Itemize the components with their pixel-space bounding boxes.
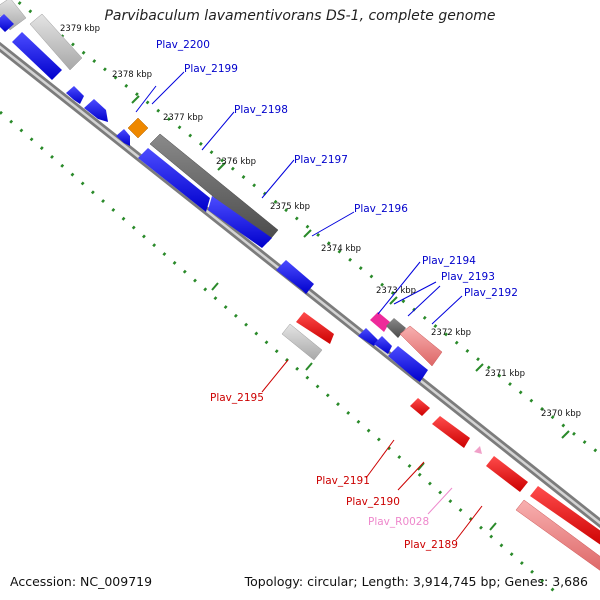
gene-feature-plav-2199-bar[interactable] (138, 148, 272, 248)
label-plav-2191[interactable]: Plav_2191 (316, 475, 370, 487)
tick-label-2375: 2375 kbp (270, 202, 310, 212)
gene-feature-plav-2191[interactable] (410, 398, 430, 416)
tick-label-2371: 2371 kbp (485, 369, 525, 379)
leader-lines-forward (135, 71, 463, 325)
gene-feature-plav-2192[interactable] (399, 325, 443, 367)
gene-feature-plav-2195[interactable] (281, 312, 334, 361)
gene-feature-plav-2196[interactable] (276, 260, 314, 294)
topology-label: Topology: circular; Length: 3,914,745 bp… (244, 574, 588, 589)
gene-feature-topleft-blue[interactable] (0, 14, 62, 80)
gene-feature-plav-2200[interactable] (127, 117, 149, 139)
tick-label-2370: 2370 kbp (541, 409, 581, 419)
label-plav-2193[interactable]: Plav_2193 (441, 271, 495, 283)
gene-feature-plav-2190[interactable] (432, 416, 470, 448)
tick-label-2374: 2374 kbp (321, 244, 361, 254)
leader-line-rrna (427, 487, 453, 515)
gene-feature-blue-tiny[interactable] (116, 129, 130, 146)
gene-feature-plav-2194[interactable] (370, 312, 390, 332)
tick-label-2378: 2378 kbp (112, 70, 152, 80)
label-plav-2196[interactable]: Plav_2196 (354, 203, 408, 215)
label-plav-2197[interactable]: Plav_2197 (294, 154, 348, 166)
gene-labels: Plav_2200 Plav_2199 Plav_2198 Plav_2197 … (156, 39, 518, 551)
upper-dotted-line (13, 0, 600, 456)
gene-feature-blue-small-2[interactable] (84, 99, 108, 122)
label-plav-2189[interactable]: Plav_2189 (404, 539, 458, 551)
tick-label-2372: 2372 kbp (431, 328, 471, 338)
tick-label-2377: 2377 kbp (163, 113, 203, 123)
label-plav-2192[interactable]: Plav_2192 (464, 287, 518, 299)
gene-feature-blue-cluster[interactable] (358, 328, 428, 382)
gene-feature-plav-2198[interactable] (149, 133, 279, 243)
tick-label-2373: 2373 kbp (376, 286, 416, 296)
map-title: Parvibaculum lavamentivorans DS-1, compl… (104, 8, 496, 24)
gene-feature-plav-r0028[interactable] (474, 446, 482, 454)
label-plav-2195[interactable]: Plav_2195 (210, 392, 264, 404)
gene-feature-blue-small-1[interactable] (66, 86, 84, 104)
gene-feature-topleft-gray[interactable] (29, 13, 83, 71)
tick-labels: 2379 kbp 2378 kbp 2377 kbp 2376 kbp 2375… (60, 24, 581, 419)
label-plav-2199[interactable]: Plav_2199 (184, 63, 238, 75)
label-plav-2194[interactable]: Plav_2194 (422, 255, 476, 267)
tick-label-2379: 2379 kbp (60, 24, 100, 34)
tick-label-2376: 2376 kbp (216, 157, 256, 167)
label-plav-2190[interactable]: Plav_2190 (346, 496, 400, 508)
accession-label: Accession: NC_009719 (10, 574, 153, 589)
lower-dotted-line (0, 110, 561, 598)
label-plav-r0028[interactable]: Plav_R0028 (368, 516, 429, 528)
gene-feature-plav-2189[interactable] (486, 456, 600, 574)
label-plav-2200[interactable]: Plav_2200 (156, 39, 210, 51)
leader-lines-reverse (261, 359, 483, 541)
label-plav-2198[interactable]: Plav_2198 (234, 104, 288, 116)
